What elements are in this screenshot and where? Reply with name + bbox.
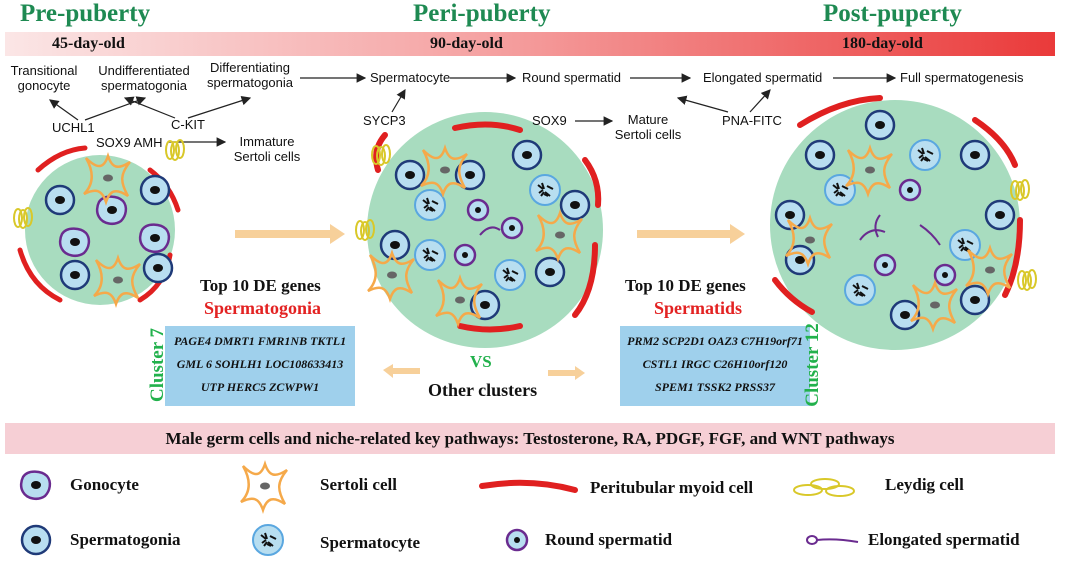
marker-pna-fitc: PNA-FITC <box>722 113 782 128</box>
legend-label-leydig: Leydig cell <box>885 475 964 494</box>
gene-line: PRM2 SCP2D1 OAZ3 C7H19orf71 <box>627 334 803 348</box>
left-cell-type: Spermatogonia <box>204 298 321 318</box>
legend-label-spermatocyte: Spermatocyte <box>320 533 421 552</box>
age-gradient-bar <box>5 32 1055 56</box>
label-spermatocyte: Spermatocyte <box>370 70 451 85</box>
marker-sox9-amh: SOX9 AMH <box>96 135 163 150</box>
stage-title-peri: Peri-puberty <box>413 0 551 27</box>
age-90: 90-day-old <box>430 35 503 52</box>
gonocyte-icon <box>19 470 52 501</box>
label-undifferentiated-spermatogonia: Undifferentiated spermatogonia <box>98 63 190 93</box>
progress-arrow-2 <box>637 224 745 244</box>
spermatocyte-icon <box>252 524 284 556</box>
round-spermatid-icon <box>505 528 529 552</box>
marker-sycp3: SYCP3 <box>363 113 406 128</box>
label-elongated-spermatid: Elongated spermatid <box>703 70 823 85</box>
legend-label-spermatogonia: Spermatogonia <box>70 530 181 549</box>
left-gene-box: PAGE4 DMRT1 FMR1NB TKTL1 GML 6 SOHLH1 LO… <box>165 326 355 406</box>
label-mature-sertoli: Mature Sertoli cells <box>614 112 682 142</box>
spermatogonia-icon <box>20 524 52 556</box>
prepuberty-tubule <box>13 139 185 306</box>
label-transitional-gonocyte: Transitional gonocyte <box>10 63 78 93</box>
legend-label-myoid: Peritubular myoid cell <box>590 478 754 497</box>
vs-label: VS <box>470 352 492 371</box>
peripuberty-tubule <box>355 112 603 348</box>
label-round-spermatid: Round spermatid <box>522 70 621 85</box>
label-immature-sertoli: Immature Sertoli cells <box>233 134 301 164</box>
cluster-12-label: Cluster 12 <box>802 323 823 407</box>
age-45: 45-day-old <box>52 35 125 52</box>
marker-sox9: SOX9 <box>532 113 567 128</box>
pathways-bar: Male germ cells and niche-related key pa… <box>5 423 1055 454</box>
progress-arrow-1 <box>235 224 345 244</box>
marker-uchl1: UCHL1 <box>52 120 95 135</box>
left-top10-heading: Top 10 DE genes <box>200 276 321 295</box>
gene-line: CSTL1 IRGC C26H10orf120 <box>642 357 788 371</box>
right-gene-box: PRM2 SCP2D1 OAZ3 C7H19orf71 CSTL1 IRGC C… <box>620 326 810 406</box>
stage-title-pre: Pre-puberty <box>20 0 151 27</box>
legend-label-round-spermatid: Round spermatid <box>545 530 673 549</box>
marker-ckit: C-KIT <box>171 117 205 132</box>
cluster-7-label: Cluster 7 <box>147 327 168 403</box>
label-differentiating-spermatogonia: Differentiating spermatogonia <box>207 60 293 90</box>
stage-title-post: Post-puperty <box>823 0 962 27</box>
gene-line: UTP HERC5 ZCWPW1 <box>200 380 320 394</box>
sertoli-cell-icon <box>239 462 289 512</box>
label-full-spermatogenesis: Full spermatogenesis <box>900 70 1024 85</box>
peritubular-myoid-icon <box>479 479 578 493</box>
right-cell-type: Spermatids <box>654 298 743 318</box>
elongated-spermatid-icon <box>806 535 859 545</box>
gene-line: SPEM1 TSSK2 PRSS37 <box>654 380 776 394</box>
age-180: 180-day-old <box>842 35 923 52</box>
legend-label-sertoli: Sertoli cell <box>320 475 397 494</box>
legend-label-elongated-spermatid: Elongated spermatid <box>868 530 1020 549</box>
other-clusters-label: Other clusters <box>428 380 538 400</box>
gene-line: GML 6 SOHLH1 LOC108633413 <box>176 357 344 371</box>
gene-line: PAGE4 DMRT1 FMR1NB TKTL1 <box>173 334 347 348</box>
leydig-cell-icon <box>793 478 855 497</box>
legend-label-gonocyte: Gonocyte <box>70 475 139 494</box>
right-top10-heading: Top 10 DE genes <box>625 276 746 295</box>
postpuberty-tubule <box>770 95 1037 350</box>
